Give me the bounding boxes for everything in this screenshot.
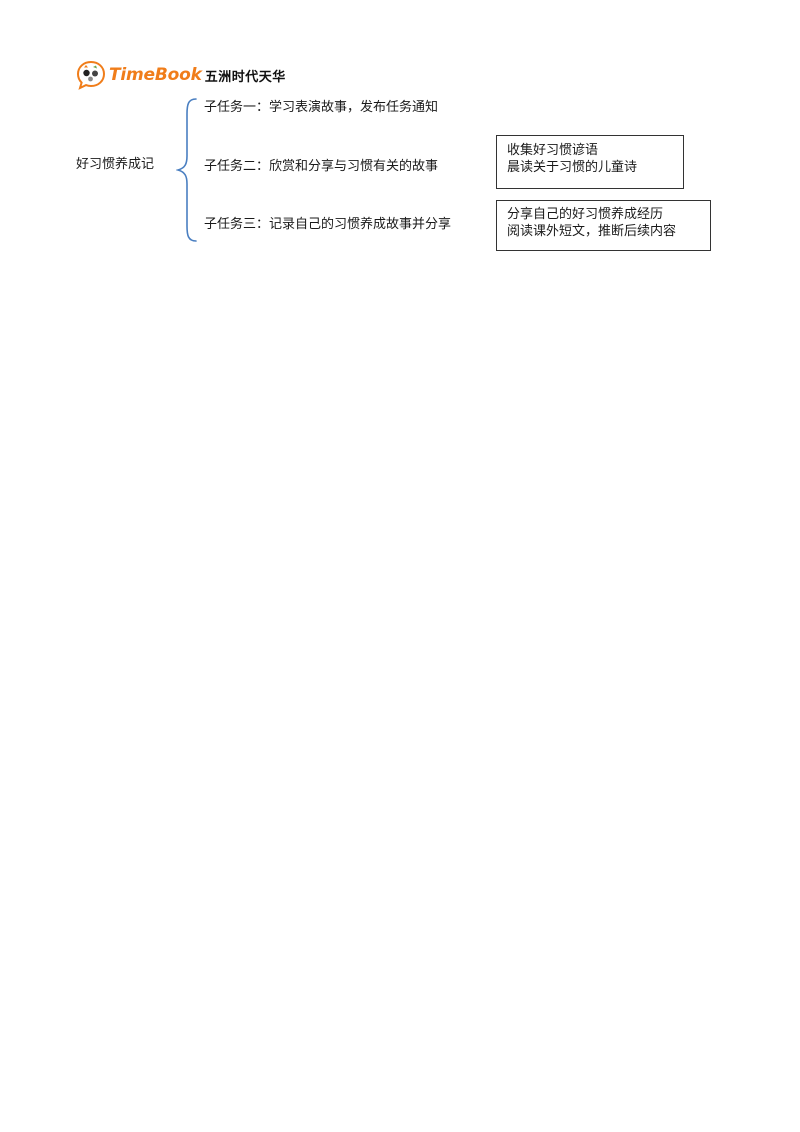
speech-bubble-logo-icon bbox=[76, 60, 106, 90]
subtask-2: 子任务二：欣赏和分享与习惯有关的故事 bbox=[204, 159, 439, 174]
subtask-1: 子任务一：学习表演故事，发布任务通知 bbox=[204, 100, 439, 115]
publisher-logo: TimeBook 五洲时代天华 bbox=[76, 60, 286, 90]
subtask-2-activities-box: 收集好习惯谚语 晨读关于习惯的儿童诗 bbox=[496, 135, 684, 189]
subtask-3-activities-box: 分享自己的好习惯养成经历 阅读课外短文，推断后续内容 bbox=[496, 200, 711, 251]
curly-brace-connector bbox=[176, 98, 197, 242]
activity-item: 分享自己的好习惯养成经历 bbox=[507, 207, 664, 222]
root-topic: 好习惯养成记 bbox=[76, 157, 155, 172]
subtask-3: 子任务三：记录自己的习惯养成故事并分享 bbox=[204, 217, 452, 232]
logo-brand-en: TimeBook bbox=[109, 65, 202, 85]
activity-item: 阅读课外短文，推断后续内容 bbox=[507, 224, 677, 239]
logo-brand-cn: 五洲时代天华 bbox=[204, 69, 286, 85]
activity-item: 收集好习惯谚语 bbox=[507, 143, 599, 158]
activity-item: 晨读关于习惯的儿童诗 bbox=[507, 160, 638, 175]
